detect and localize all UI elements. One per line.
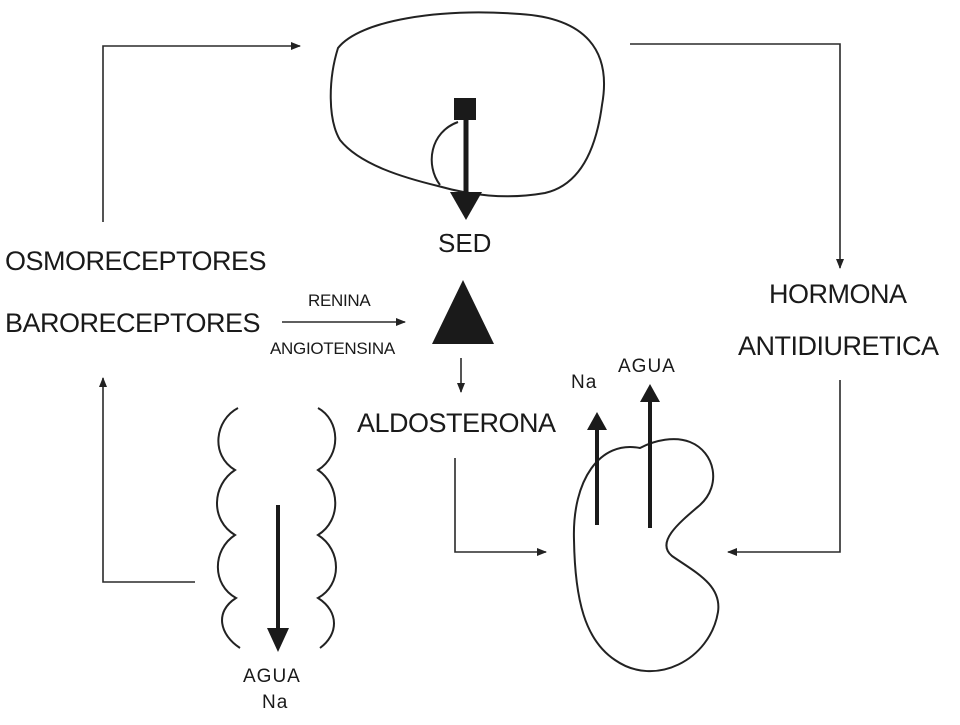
left-lower-connector: [99, 377, 195, 583]
intestine-agua-label: AGUA: [243, 666, 301, 687]
intestine-shape: [216, 407, 337, 649]
sed-down-arrow: [450, 118, 482, 220]
antidiuretica-label: ANTIDIURETICA: [738, 331, 939, 361]
kidney-shape: [572, 438, 720, 672]
hormona-label: HORMONA: [769, 279, 907, 309]
aldosterona-label: ALDOSTERONA: [357, 408, 556, 438]
aldosterona-to-kidney-arrow: [454, 458, 547, 556]
brain-to-adh-connector: [630, 43, 844, 269]
kidney-sodium-arrow: [587, 412, 607, 525]
angiotensin-triangle: [432, 280, 494, 344]
sed-label: SED: [438, 228, 491, 258]
intestine-down-arrow: [267, 505, 289, 652]
left-upper-connector: [102, 42, 301, 222]
hypothalamus-marker: [454, 98, 476, 120]
intestine-na-label: Na: [262, 692, 288, 713]
adh-to-kidney-connector: [727, 380, 841, 556]
kidney-agua-label: AGUA: [618, 356, 676, 377]
baroreceptores-label: BARORECEPTORES: [5, 308, 260, 338]
kidney-water-arrow: [640, 384, 660, 528]
brain-shape: [329, 11, 605, 198]
angiotensina-label: ANGIOTENSINA: [270, 339, 396, 358]
kidney-na-label: Na: [571, 372, 597, 393]
renina-label: RENINA: [308, 291, 371, 310]
osmoreceptores-label: OSMORECEPTORES: [5, 246, 266, 276]
